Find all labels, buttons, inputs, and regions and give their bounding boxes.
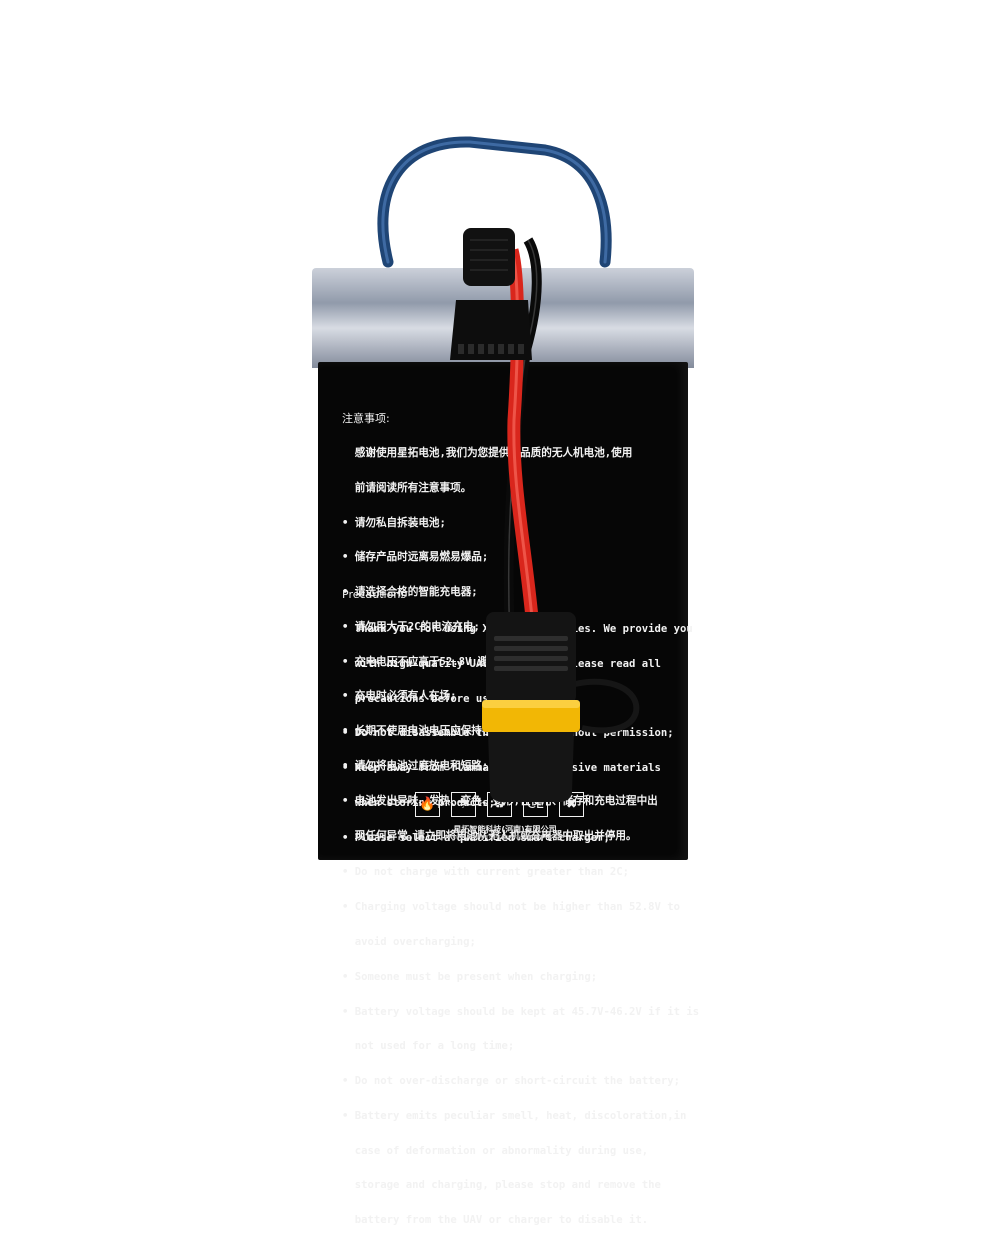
cn-line: • 充电电压不应高于52.8V,避免过充电; <box>342 655 538 668</box>
cable-assembly <box>450 228 640 802</box>
en-title: Precautions <box>342 588 407 602</box>
en-line: when storing products; <box>342 796 496 809</box>
en-line: • Do not over-discharge or short-circuit… <box>342 1075 681 1088</box>
connector-housing-lower <box>488 732 574 802</box>
cn-title: 注意事项: <box>342 412 390 426</box>
cap-tether <box>574 678 640 734</box>
cn-line: 前请阅读所有注意事项。 <box>342 481 472 494</box>
en-line: not used for a long time; <box>342 1040 515 1053</box>
cn-line: • 请勿将电池过度放电和短路; <box>342 760 489 772</box>
cn-line: • 请选择合格的智能充电器; <box>342 586 478 599</box>
strap-handle <box>377 136 612 268</box>
cn-line: • 充电时必须有人在场; <box>342 690 457 703</box>
cn-line: 现任何异常,请立即将电池从无人机或充电器中取出并停用。 <box>342 829 637 842</box>
company-name-cn: 星拓智能科技(河南)有限公司 <box>453 825 557 834</box>
cn-line: • 请勿私自拆装电池; <box>342 516 446 529</box>
cn-line: • 长期不使用电池电压应保持在45.7V-46.2V; <box>342 725 570 738</box>
product-photo: 注意事项: 感谢使用星拓电池,我们为您提供高品质的无人机电池,使用 前请阅读所有… <box>312 136 699 1226</box>
cn-line: • 请勿用大于2C的电流充电; <box>342 620 480 633</box>
en-line: avoid overcharging; <box>342 936 476 948</box>
en-line: • Battery voltage should be kept at 45.7… <box>342 1005 700 1018</box>
fire-icon: 🔥 <box>415 792 440 817</box>
en-line: battery from the UAV or charger to disab… <box>342 1214 649 1227</box>
umbrella-icon: ☂ <box>451 792 476 817</box>
company-name-en: Xingtuo Intelligent Technology (Henan) C… <box>445 834 565 840</box>
en-line: • Charging voltage should not be higher … <box>342 901 681 914</box>
balance-lead-strap <box>463 228 515 286</box>
en-line: • Someone must be present when charging; <box>342 970 598 983</box>
en-line: • Battery emits peculiar smell, heat, di… <box>342 1109 687 1122</box>
en-line: • Please select a qualified smart charge… <box>342 831 610 844</box>
en-line: • Do not charge with current greater tha… <box>342 866 630 879</box>
cn-line: • 储存产品时远离易燃易爆品; <box>342 551 489 564</box>
en-line: case of deformation or abnormality durin… <box>342 1144 649 1157</box>
cn-line: 感谢使用星拓电池,我们为您提供高品质的无人机电池,使用 <box>342 446 633 459</box>
en-line: storage and charging, please stop and re… <box>342 1179 661 1192</box>
